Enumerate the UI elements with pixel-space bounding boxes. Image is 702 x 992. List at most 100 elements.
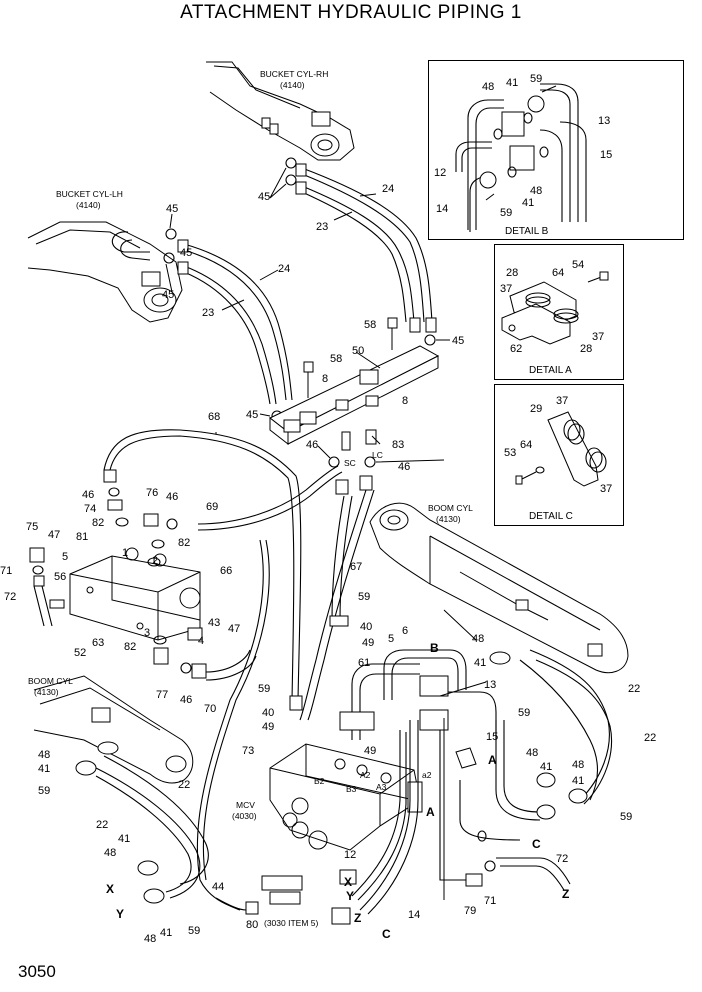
part-label: 64 <box>552 267 564 279</box>
part-label: 48 <box>526 747 538 759</box>
pipes-22-right <box>459 649 613 872</box>
part-label: 48 <box>104 847 116 859</box>
part-label: 41 <box>522 197 534 209</box>
part-label: 70 <box>204 703 216 715</box>
part-label: 37 <box>500 283 512 295</box>
part-label: 43 <box>208 617 220 629</box>
part-label: 37 <box>556 395 568 407</box>
part-label: X <box>106 882 114 896</box>
part-label: 74 <box>84 503 96 515</box>
part-label: 69 <box>206 501 218 513</box>
flanges-bottom <box>289 615 571 925</box>
part-label: 41 <box>118 833 130 845</box>
part-label: 62 <box>510 343 522 355</box>
part-label: 48 <box>482 81 494 93</box>
caption-bucket-rh: BUCKET CYL-RH <box>260 69 328 79</box>
part-label: 46 <box>166 491 178 503</box>
part-label: LC <box>372 450 383 460</box>
part-label: B2 <box>314 776 325 786</box>
part-label: 41 <box>540 761 552 773</box>
valve-block-66 <box>69 547 201 641</box>
part-label: 37 <box>600 483 612 495</box>
part-label: 48 <box>38 749 50 761</box>
part-label: 59 <box>620 811 632 823</box>
part-label: 77 <box>156 689 168 701</box>
part-label: C <box>382 927 391 941</box>
part-label: 54 <box>572 259 584 271</box>
part-label: 40 <box>360 621 372 633</box>
part-label: C <box>532 837 541 851</box>
part-label: 45 <box>166 203 178 215</box>
part-label: B <box>430 641 439 655</box>
part-label: 12 <box>434 167 446 179</box>
part-label: 46 <box>398 461 410 473</box>
part-label: 23 <box>316 221 328 233</box>
part-label: 45 <box>452 335 464 347</box>
detail-b-caption: DETAIL B <box>505 226 549 237</box>
bucket-cylinder-rh <box>206 61 355 161</box>
part-label: 49 <box>262 721 274 733</box>
part-label: 71 <box>484 895 496 907</box>
part-label: 59 <box>38 785 50 797</box>
part-label: 8 <box>402 395 408 407</box>
part-label: 46 <box>306 439 318 451</box>
part-label: 41 <box>474 657 486 669</box>
fitting-75-72 <box>29 547 65 627</box>
part-label: Y <box>346 889 354 903</box>
detail-a-caption: DETAIL A <box>529 365 572 376</box>
part-label: 48 <box>144 933 156 945</box>
caption-bucket-rh-ref: (4140) <box>280 80 305 90</box>
part-label: 41 <box>160 927 172 939</box>
part-label: 3 <box>144 627 150 639</box>
part-label: Z <box>354 911 361 925</box>
part-label: 13 <box>598 115 610 127</box>
part-label: 59 <box>500 207 512 219</box>
part-label: 76 <box>146 487 158 499</box>
part-label: 24 <box>382 183 394 195</box>
detail-c-caption: DETAIL C <box>529 511 573 522</box>
part-label: 45 <box>180 247 192 259</box>
boom-cylinder-left <box>33 675 194 784</box>
caption-mcv: MCV <box>236 800 255 810</box>
part-label: 45 <box>258 191 270 203</box>
part-label: 4 <box>198 635 204 647</box>
caption-bucket-lh: BUCKET CYL-LH <box>56 189 123 199</box>
part-label: 75 <box>26 521 38 533</box>
part-label: 59 <box>518 707 530 719</box>
part-label: 63 <box>92 637 104 649</box>
part-label: 46 <box>82 489 94 501</box>
part-label: 45 <box>246 409 258 421</box>
fittings-sc-lc <box>328 429 377 495</box>
part-label: 79 <box>464 905 476 917</box>
part-label: 5 <box>388 633 394 645</box>
part-label: 24 <box>278 263 290 275</box>
part-label: 13 <box>484 679 496 691</box>
part-label: 50 <box>352 345 364 357</box>
caption-mcv-ref: (4030) <box>232 811 257 821</box>
detail-c-drawing <box>515 411 607 487</box>
detail-a-drawing <box>501 271 609 345</box>
part-label: 59 <box>258 683 270 695</box>
boom-cylinder-right <box>369 502 629 674</box>
page-number: 3050 <box>18 962 56 981</box>
hose-69 <box>197 465 343 531</box>
detail-b-drawing <box>455 83 587 232</box>
part-label: 71 <box>0 565 12 577</box>
part-label: 14 <box>436 203 448 215</box>
part-label: 28 <box>506 267 518 279</box>
part-label: 72 <box>556 853 568 865</box>
caption-boom-right-ref: (4130) <box>436 514 461 524</box>
pipes-22-left <box>75 741 209 904</box>
part-label: 49 <box>362 637 374 649</box>
part-label: 12 <box>344 849 356 861</box>
part-label: 5 <box>62 551 68 563</box>
part-label: 81 <box>76 531 88 543</box>
part-label: 14 <box>408 909 420 921</box>
part-label: 48 <box>572 759 584 771</box>
part-label: B3 <box>346 784 357 794</box>
caption-bucket-lh-ref: (4140) <box>76 200 101 210</box>
part-label: A3 <box>376 782 387 792</box>
part-label: X <box>344 875 352 889</box>
part-label: A <box>426 805 435 819</box>
part-label: 48 <box>530 185 542 197</box>
